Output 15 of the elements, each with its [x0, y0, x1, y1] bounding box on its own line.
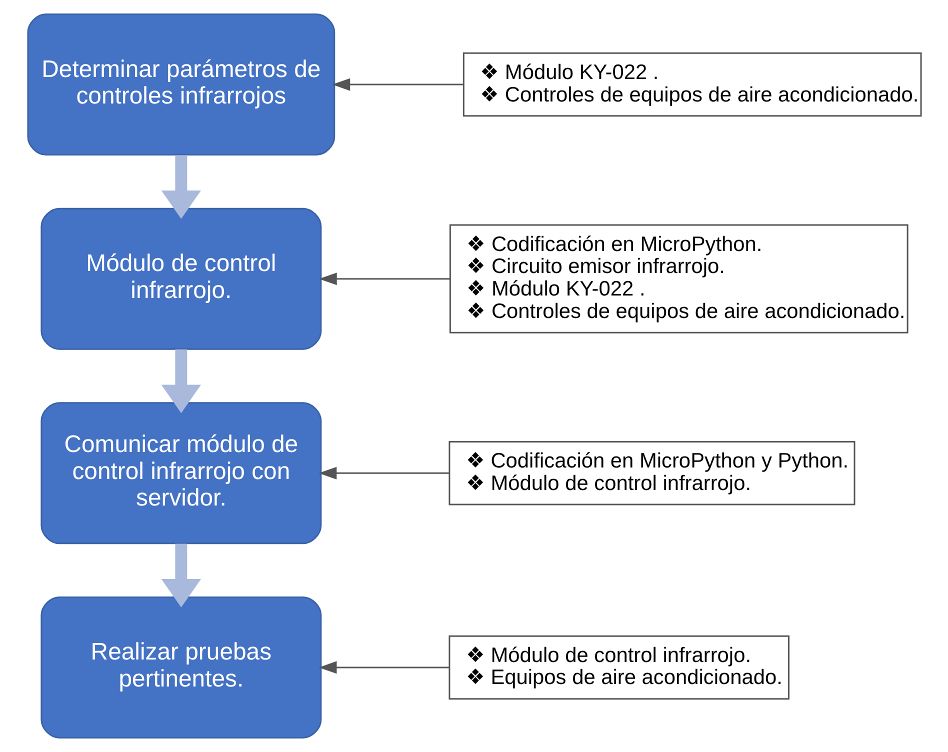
node-box: Comunicar módulo de control infrarrojo con servidor. — [40, 402, 322, 544]
arrow — [160, 349, 201, 414]
node-box: ❖ Codificación en MicroPython y Python. ❖ Módulo de control infrarrojo. — [448, 441, 855, 506]
node-box: Módulo de control infrarrojo. — [40, 208, 322, 350]
arrow — [318, 661, 449, 674]
arrow — [160, 544, 201, 608]
node-box: Realizar pruebas pertinentes. — [40, 596, 322, 738]
node-box: ❖ Codificación en MicroPython. ❖ Circuito emisor infrarrojo. ❖ Módulo KY-022 . ❖ Controles de equipos de aire acondicionado. — [448, 224, 908, 334]
arrow — [318, 466, 448, 480]
arrow — [332, 78, 463, 91]
arrow — [160, 155, 201, 219]
arrow — [318, 272, 450, 286]
node-box: ❖ Módulo KY-022 . ❖ Controles de equipos de aire acondicionado. — [462, 52, 922, 117]
node-box: ❖ Módulo de control infrarrojo. ❖ Equipos de aire acondicionado. — [448, 635, 789, 700]
node-box: Determinar parámetros de controles infrarrojos — [26, 14, 335, 156]
